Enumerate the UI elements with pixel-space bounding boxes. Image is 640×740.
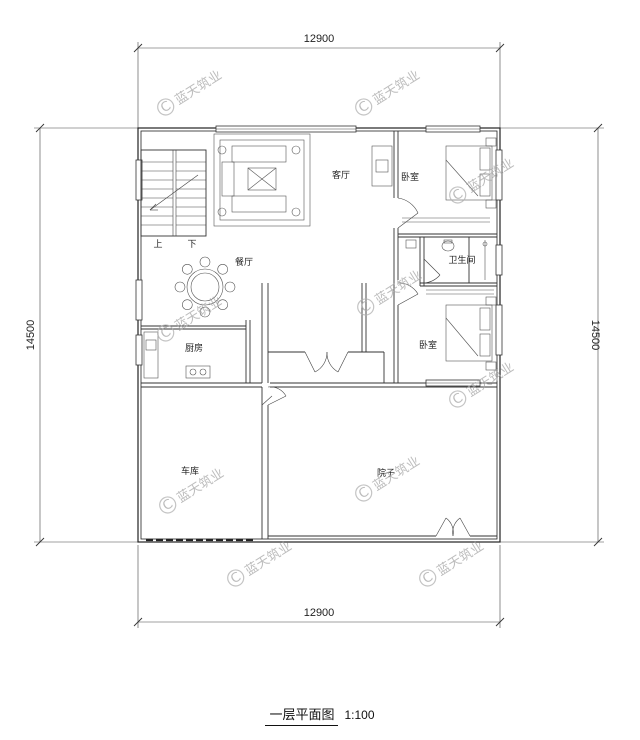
watermark-brand-9: 蓝天筑业	[434, 538, 487, 579]
room-label-bathroom: 卫生间	[448, 254, 475, 266]
room-label-kitchen: 厨房	[185, 342, 203, 354]
wardrobe-lower	[426, 289, 494, 295]
tv-cabinet	[371, 145, 393, 187]
doors	[261, 197, 471, 537]
drawing-caption: 一层平面图 1:100	[0, 704, 640, 726]
interior-walls	[141, 131, 497, 539]
bathroom-fixtures	[405, 239, 488, 280]
wardrobe-upper	[402, 217, 490, 223]
room-label-bedroom-upper: 卧室	[401, 171, 419, 183]
watermark-brand-8: 蓝天筑业	[242, 538, 295, 579]
dimension-top: 12900	[304, 33, 335, 45]
room-label-bedroom-lower: 卧室	[419, 339, 437, 351]
stairs-down-label: 下	[187, 240, 196, 250]
staircase	[140, 149, 207, 237]
drawing-title: 一层平面图	[265, 704, 339, 726]
room-label-dining: 餐厅	[235, 256, 253, 268]
room-label-garage: 车库	[181, 465, 199, 477]
sofa-set	[213, 133, 311, 227]
watermark-brand-0: 蓝天筑业	[172, 67, 225, 108]
drawing-scale: 1:100	[344, 708, 375, 722]
dimension-bottom: 12900	[304, 607, 335, 619]
floor-plan-drawing: 12900 12900 14500 14500	[25, 33, 604, 628]
dining-table	[174, 256, 236, 318]
stairs-up-label: 上	[153, 239, 162, 250]
room-label-courtyard: 院子	[377, 467, 395, 479]
kitchen-counter	[143, 331, 211, 379]
dimension-left: 14500	[25, 320, 37, 351]
watermark-brand-1: 蓝天筑业	[370, 67, 423, 108]
windows	[135, 125, 503, 387]
dimension-lines	[34, 42, 604, 628]
bed-lower	[445, 296, 497, 371]
dimension-right: 14500	[589, 320, 601, 351]
bed-upper	[445, 137, 497, 209]
room-label-living: 客厅	[332, 169, 350, 181]
